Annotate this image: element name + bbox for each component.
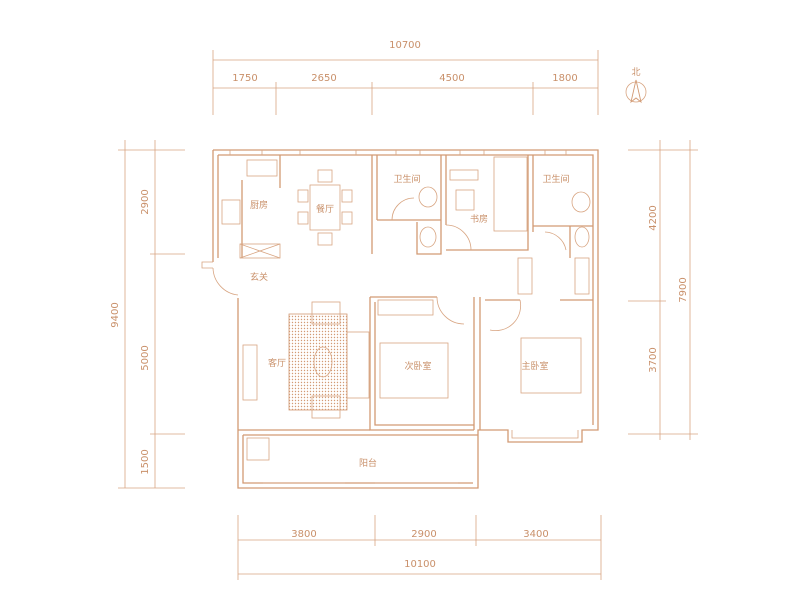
coffee-table-icon	[313, 346, 333, 378]
top-dimension: 10700 1750 2650 4500 1800	[212, 40, 599, 115]
room-bath-1: 卫生间	[393, 173, 420, 185]
dim-top-4: 1800	[552, 73, 577, 84]
room-entry: 玄关	[250, 271, 268, 283]
room-dining: 餐厅	[316, 203, 334, 215]
washer-icon	[246, 437, 270, 461]
dim-left-1: 2900	[140, 189, 151, 214]
dim-top-total: 10700	[389, 40, 421, 51]
dim-top-2: 2650	[311, 73, 336, 84]
room-master-bedroom: 主卧室	[521, 360, 548, 372]
wardrobe-icon	[377, 299, 434, 316]
dim-left-2: 5000	[140, 345, 151, 370]
room-living: 客厅	[268, 357, 286, 369]
right-dimension: 4200 3700 7900	[628, 140, 698, 440]
room-labels: 厨房 餐厅 卫生间 书房 卫生间 玄关 客厅 次卧室 主卧室 阳台	[250, 173, 570, 469]
dim-top-1: 1750	[232, 73, 257, 84]
kitchen-sink-icon	[246, 159, 278, 177]
dining-table-icon	[309, 184, 341, 231]
dim-right-total: 7900	[678, 277, 689, 302]
dim-bottom-3: 3400	[523, 529, 548, 540]
room-second-bedroom: 次卧室	[404, 360, 431, 372]
toilet-icon	[418, 186, 438, 208]
north-arrow-icon: 北	[625, 67, 647, 104]
basin-icon	[419, 226, 437, 248]
furniture	[221, 156, 591, 461]
study-desk-icon	[449, 169, 479, 181]
tv-cabinet-icon	[242, 344, 258, 401]
compass-label: 北	[631, 67, 640, 78]
room-bath-2: 卫生间	[542, 173, 569, 185]
master-bed-icon	[520, 337, 582, 394]
dim-right-1: 4200	[648, 205, 659, 230]
dim-bottom-1: 3800	[291, 529, 316, 540]
room-study: 书房	[470, 213, 488, 225]
stove-icon	[221, 199, 241, 225]
second-bed-icon	[379, 342, 449, 399]
dim-left-total: 9400	[110, 302, 121, 327]
living-rug	[288, 313, 348, 411]
study-bed-icon	[493, 156, 528, 232]
bottom-dimension: 3800 2900 3400 10100	[237, 515, 602, 580]
dim-right-2: 3700	[648, 347, 659, 372]
room-balcony: 阳台	[359, 457, 377, 469]
walls	[201, 149, 599, 489]
left-dimension: 9400 2900 5000 1500	[110, 140, 185, 489]
dim-left-3: 1500	[140, 449, 151, 474]
dim-bottom-total: 10100	[404, 559, 436, 570]
room-kitchen: 厨房	[250, 199, 268, 211]
dim-bottom-2: 2900	[411, 529, 436, 540]
dim-top-3: 4500	[439, 73, 464, 84]
sofa-icon	[311, 301, 341, 325]
